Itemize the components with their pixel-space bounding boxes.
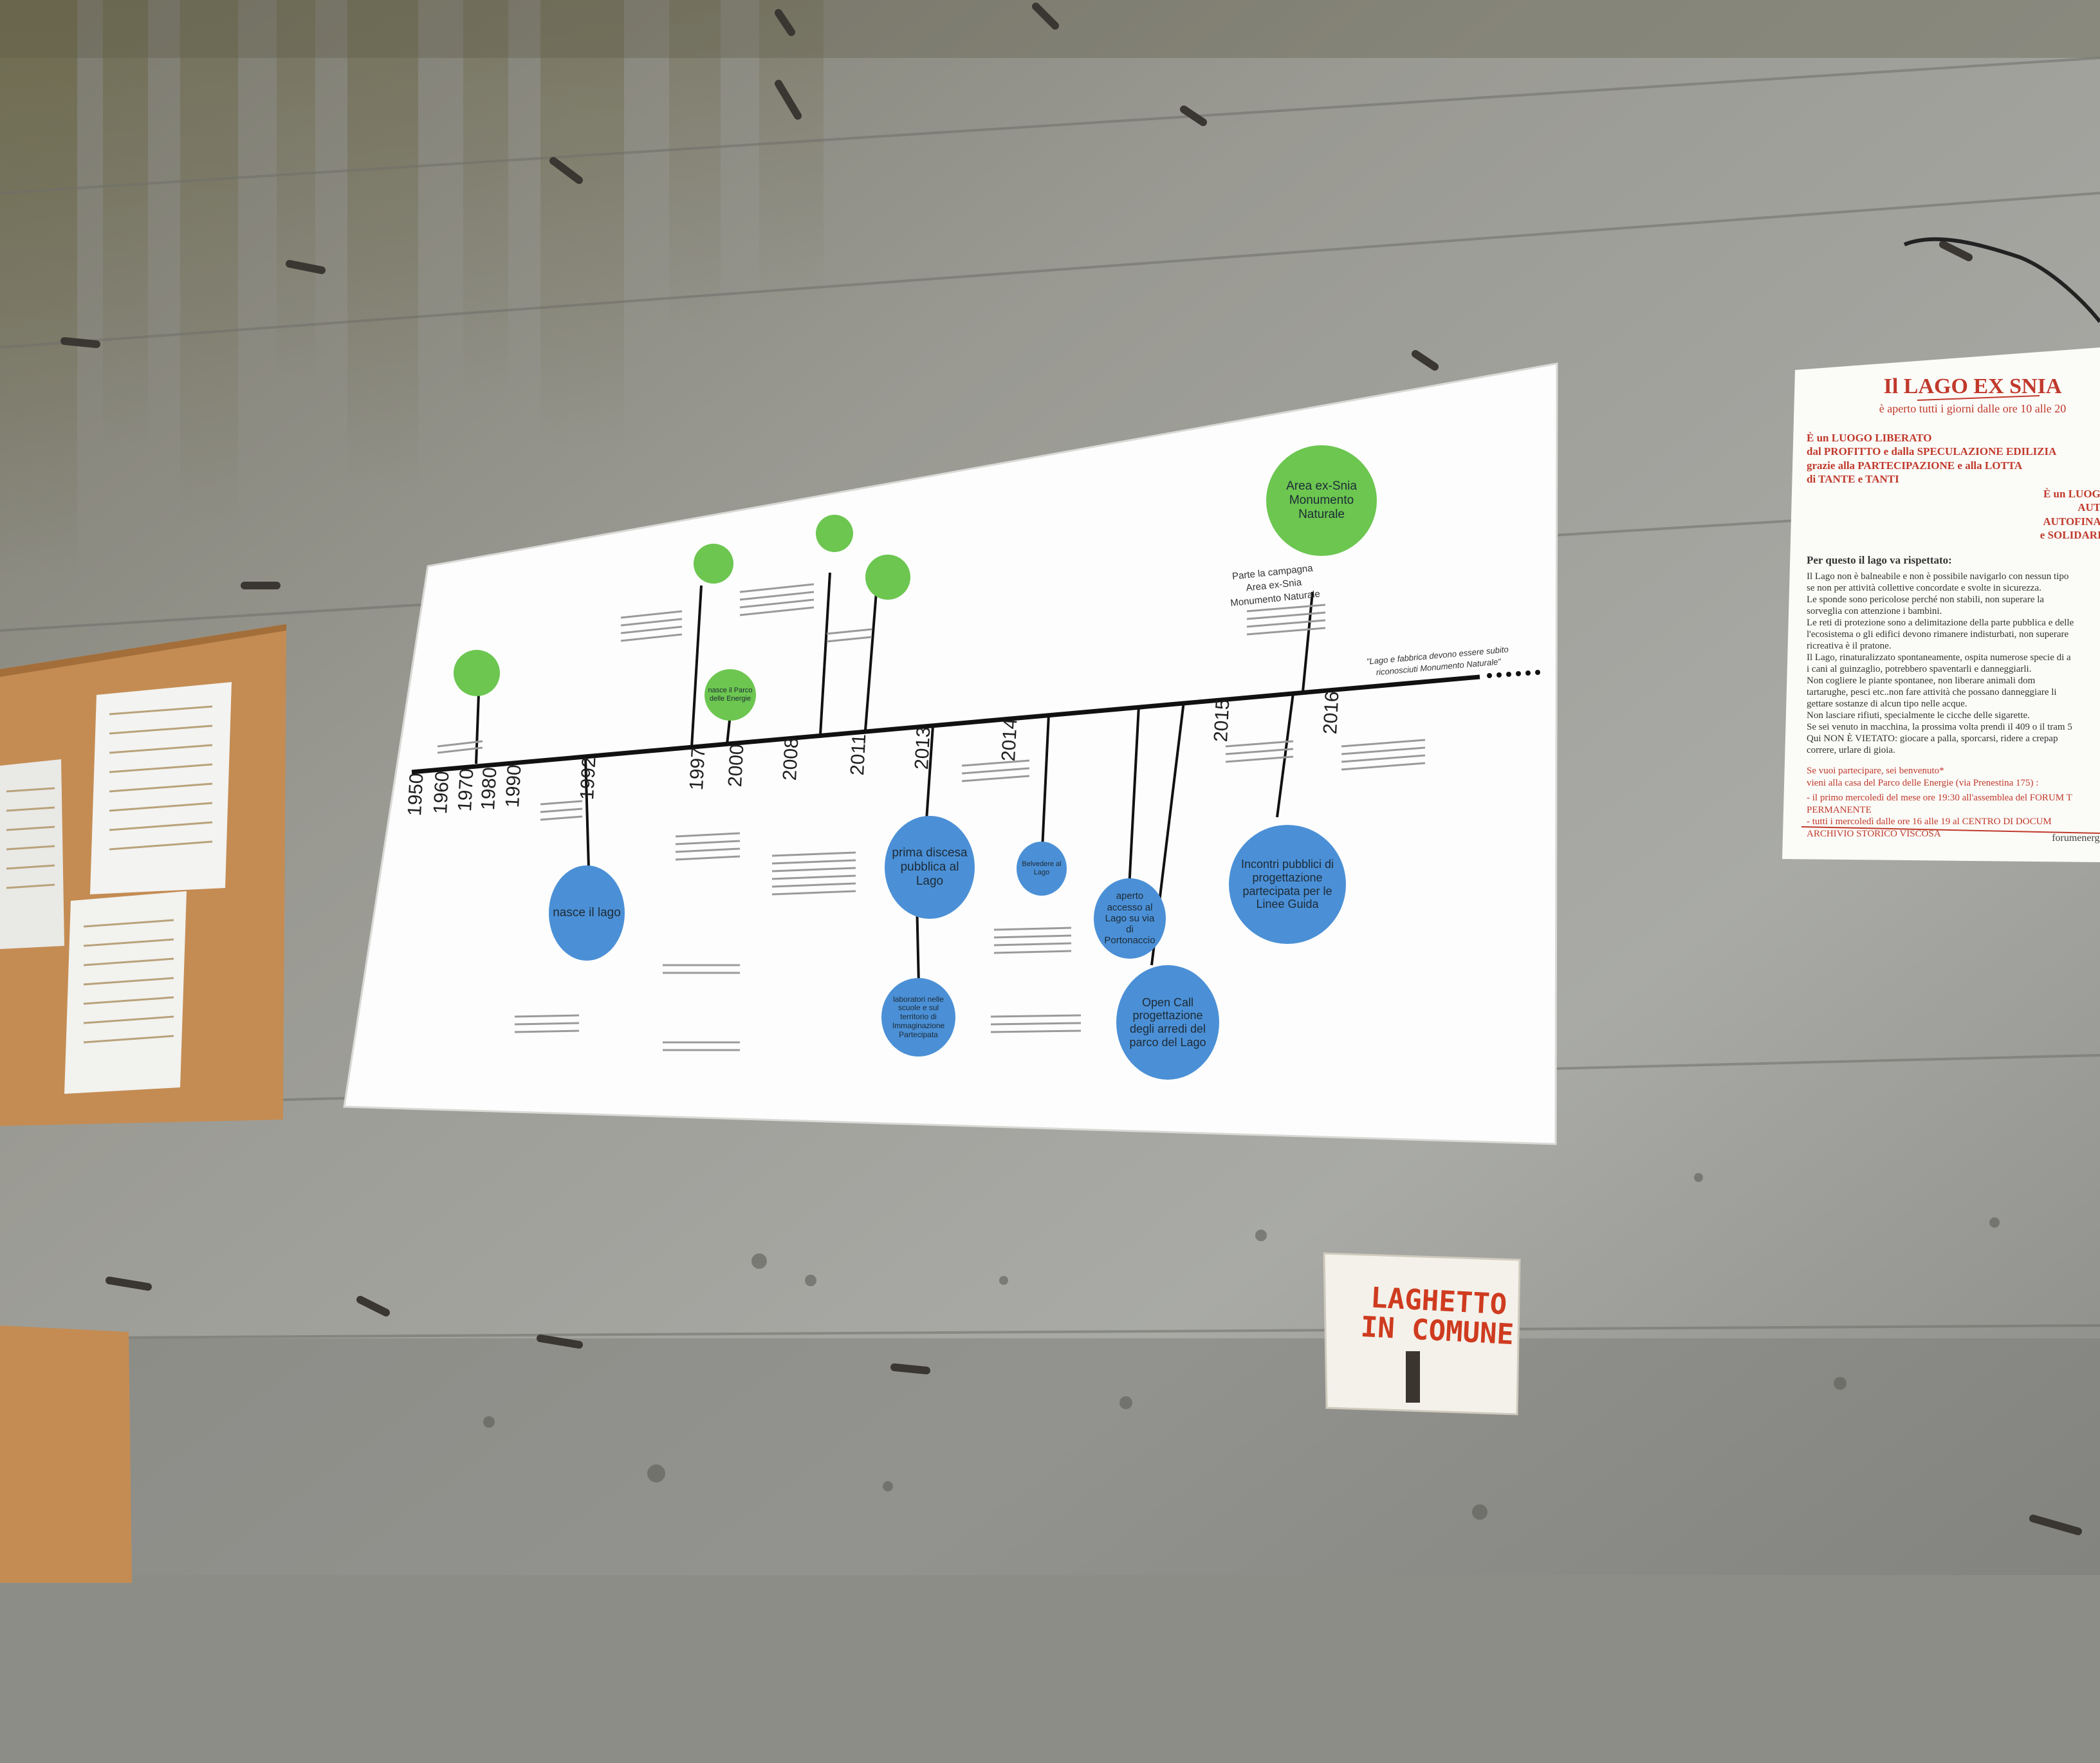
event-line: ARCHIVIO STORICO VISCOSA <box>1807 829 1941 839</box>
small-green-bubble-2 <box>694 544 733 584</box>
timeline-board <box>343 362 1558 1145</box>
prima-discesa-label: prima discesa pubblica al Lago <box>892 846 968 888</box>
notice-right-3: AUTOFINAN <box>2043 515 2100 528</box>
notice-respect-heading: Per questo il lago va rispettato: <box>1807 554 1952 566</box>
rule-line: gettare sostanze di alcun tipo nelle acq… <box>1807 699 1967 710</box>
incontri-bubble: Incontri pubblici di progettazione parte… <box>1229 825 1346 944</box>
notice-paper: Il LAGO EX SNIA è aperto tutti i giorni … <box>1781 360 2100 862</box>
rule-line: Qui NON È VIETATO: giocare a palla, spor… <box>1807 734 2058 744</box>
laghetto-sign: LAGHETTO IN COMUNE <box>1340 1282 1536 1352</box>
notice-body: È un LUOGO LIBERATO dal PROFITTO e dalla… <box>1807 431 2100 840</box>
small-green-bubble-1 <box>454 650 500 696</box>
belvedere-label: Belvedere al Lago <box>1022 860 1062 876</box>
rule-line: Il Lago, rinaturalizzato spontaneamente,… <box>1807 652 2071 663</box>
open-call-label: Open Call progettazione degli arredi del… <box>1129 995 1206 1049</box>
timeline-small-text <box>437 583 1426 1051</box>
notice-subtitle: è aperto tutti i giorni dalle ore 10 all… <box>1879 402 2067 415</box>
notice-intro-1: È un LUOGO LIBERATO <box>1807 432 1932 444</box>
small-green-bubble-3 <box>816 515 853 552</box>
notice-intro-3: grazie alla PARTECIPAZIONE e alla LOTTA <box>1807 459 2023 472</box>
rule-line: se non per attività collettive concordat… <box>1807 583 2041 594</box>
rule-line: Il Lago non è balneabile e non è possibi… <box>1807 571 2069 582</box>
notice-footer: forumenergi <box>2052 833 2100 844</box>
rule-line: Le sponde sono pericolose perché non sta… <box>1807 595 2045 605</box>
notice-events: - il primo mercoledì del mese ore 19:30 … <box>1807 792 2100 840</box>
notice-paper-shape <box>1782 237 2100 862</box>
rule-line: tartarughe, pesci etc..non fare attività… <box>1807 687 2057 698</box>
event-line: - il primo mercoledì del mese ore 19:30 … <box>1807 792 2072 803</box>
aperto-accesso-bubble: aperto accesso al Lago su via di Portona… <box>1094 878 1166 959</box>
nasce-parco-bubble: nasce il Parco delle Energie <box>705 669 756 721</box>
notice-partecipa: Se vuoi partecipare, sei benvenuto* <box>1807 766 1944 777</box>
small-green-bubble-4 <box>865 555 910 600</box>
nasce-parco-label: nasce il Parco delle Energie <box>708 687 753 703</box>
notice-right-1: È un LUOGO <box>2043 488 2100 500</box>
rule-line: l'ecosistema o gli edifici devono rimane… <box>1807 629 2069 640</box>
notice-partecipa-2: vieni alla casa del Parco delle Energie … <box>1807 778 2039 788</box>
prima-discesa-bubble: prima discesa pubblica al Lago <box>885 816 975 919</box>
event-line: PERMANENTE <box>1807 804 1872 815</box>
rule-line: ricreativa è il pratone. <box>1807 641 1892 652</box>
rule-line: Se sei venuto in macchina, la prossima v… <box>1807 722 2072 733</box>
rule-line: Non lasciare rifiuti, specialmente le ci… <box>1807 710 2030 721</box>
notice-intro-2: dal PROFITTO e dalla SPECULAZIONE EDILIZ… <box>1807 445 2057 458</box>
rule-line: correre, urlare di gioia. <box>1807 745 1895 756</box>
nasce-lago-bubble: nasce il lago <box>549 865 625 961</box>
photo-scene: Area ex-Snia Monumento Naturale nasce il… <box>0 0 2100 1583</box>
laghetto-sign-shape <box>1323 1252 1521 1416</box>
event-line: - tutti i mercoledì dalle ore 16 alle 19… <box>1807 817 2052 827</box>
laboratori-bubble: laboratori nelle scuole e sul territorio… <box>881 978 955 1057</box>
notice-rules: Il Lago non è balneabile e non è possibi… <box>1807 571 2100 756</box>
area-exsnia-bubble: Area ex-Snia Monumento Naturale <box>1266 445 1377 556</box>
belvedere-bubble: Belvedere al Lago <box>1017 842 1067 896</box>
notice-right-4: e SOLIDARIE <box>2040 528 2100 541</box>
notice-title: Il LAGO EX SNIA <box>1883 374 2062 398</box>
wooden-notice-board <box>0 624 286 1583</box>
area-exsnia-label: Area ex-Snia Monumento Naturale <box>1286 479 1357 521</box>
rule-line: i cani al guinzaglio, potrebbero spavent… <box>1807 664 2032 675</box>
notice-right-2: AUTO <box>2077 501 2100 514</box>
incontri-label: Incontri pubblici di progettazione parte… <box>1240 858 1334 911</box>
aperto-accesso-label: aperto accesso al Lago su via di Portona… <box>1104 891 1156 946</box>
concrete-wall <box>0 0 2100 1575</box>
rule-line: Non cogliere le piante spontanee, non li… <box>1807 676 2036 687</box>
nasce-lago-label: nasce il lago <box>553 906 621 920</box>
open-call-bubble: Open Call progettazione degli arredi del… <box>1116 965 1219 1080</box>
notice-intro-4: di TANTE e TANTI <box>1807 472 1899 485</box>
rule-line: Le reti di protezione sono a delimitazio… <box>1807 618 2074 629</box>
rule-line: sorveglia con attenzione i bambini. <box>1807 606 1942 617</box>
laboratori-label: laboratori nelle scuole e sul territorio… <box>892 994 945 1039</box>
